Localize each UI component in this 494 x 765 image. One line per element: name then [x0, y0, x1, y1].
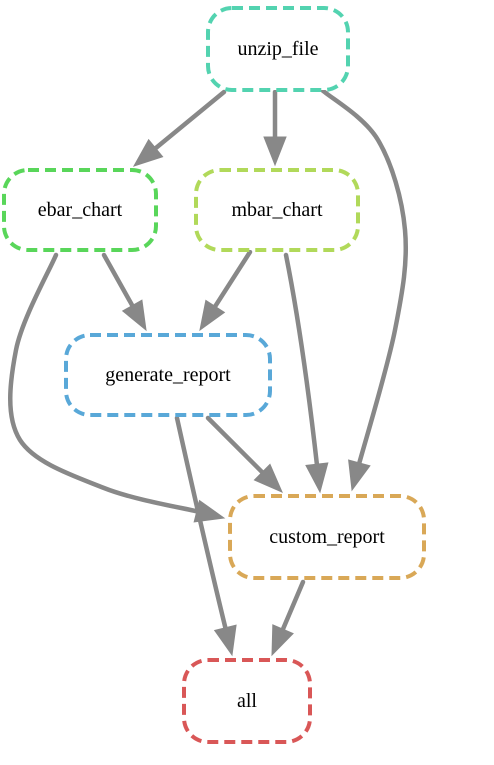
node-label: all	[237, 690, 257, 712]
edge-line	[174, 415, 229, 634]
node-box	[194, 168, 360, 252]
node-mbar-chart[interactable]: mbar_chart	[194, 168, 360, 252]
arrowhead-icon	[271, 624, 294, 657]
arrowhead-icon	[348, 459, 371, 492]
edge-line	[210, 249, 253, 313]
node-box	[2, 168, 158, 252]
edge-line	[150, 89, 227, 154]
edge-line	[205, 415, 268, 478]
arrowhead-icon	[213, 624, 237, 657]
edge-line	[101, 252, 137, 312]
node-all[interactable]: all	[182, 658, 312, 744]
edge-unzip_file-to-ebar_chart	[132, 89, 227, 167]
node-label: generate_report	[105, 364, 231, 386]
node-box	[206, 6, 350, 92]
edge-unzip_file-to-custom_report	[319, 87, 409, 492]
arrowhead-icon	[263, 136, 287, 167]
arrowhead-icon	[305, 462, 329, 494]
node-box	[182, 658, 312, 744]
node-ebar-chart[interactable]: ebar_chart	[2, 168, 158, 252]
edge-ebar_chart-to-generate_report	[101, 252, 147, 332]
node-label: unzip_file	[237, 38, 318, 60]
arrowhead-icon	[121, 299, 147, 332]
edge-mbar_chart-to-custom_report	[283, 252, 329, 494]
edge-mbar_chart-to-generate_report	[199, 249, 253, 332]
edge-generate_report-to-all	[174, 415, 237, 657]
edge-custom_report-to-all	[271, 579, 306, 657]
nodes-layer: unzip_file ebar_chart mbar_chart generate_r…	[2, 6, 426, 744]
node-unzip-file[interactable]: unzip_file	[206, 6, 350, 92]
edge-line	[283, 252, 320, 471]
edge-line	[8, 252, 203, 515]
edge-unzip_file-to-mbar_chart	[263, 89, 287, 167]
edges-layer	[8, 87, 409, 657]
arrowhead-icon	[253, 463, 283, 493]
arrowhead-icon	[199, 299, 226, 332]
node-label: custom_report	[269, 526, 385, 548]
node-box	[64, 333, 272, 417]
node-generate-report[interactable]: generate_report	[64, 333, 272, 417]
node-box	[228, 494, 426, 580]
edge-generate_report-to-custom_report	[205, 415, 283, 493]
edge-line	[279, 579, 306, 636]
node-label: ebar_chart	[38, 199, 123, 221]
node-label: mbar_chart	[231, 199, 323, 221]
edge-line	[319, 87, 409, 470]
node-custom-report[interactable]: custom_report	[228, 494, 426, 580]
arrowhead-icon	[132, 138, 164, 167]
